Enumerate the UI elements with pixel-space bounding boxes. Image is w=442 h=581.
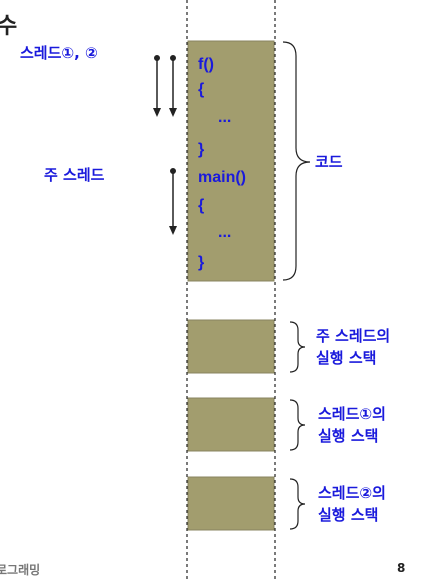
footer-course-title: 로그래밍 [0, 563, 41, 577]
code-line: } [198, 141, 205, 158]
thread1-stack-label-line1: 스레드①의 [318, 405, 386, 423]
main-thread-arrow [169, 168, 177, 235]
code-line: main() [198, 169, 246, 186]
code-line: ... [218, 109, 232, 126]
code-line: f() [198, 56, 214, 73]
code-brace [282, 41, 311, 281]
code-label: 코드 [315, 153, 343, 171]
code-line: { [198, 81, 205, 98]
main-thread-label: 주 스레드 [44, 166, 105, 184]
thread12-label: 스레드①, ② [20, 44, 98, 62]
thread1-stack-brace [289, 399, 306, 451]
code-line: } [198, 254, 205, 271]
main-stack-label-line2: 실행 스택 [316, 349, 377, 367]
main-stack-label-line1: 주 스레드의 [316, 327, 391, 345]
thread2-stack-brace [289, 478, 306, 530]
thread12-arrows [153, 55, 177, 117]
code-segment-box [187, 40, 275, 282]
code-line: ... [218, 224, 232, 241]
thread1-stack-box [187, 397, 275, 452]
code-line: { [198, 197, 205, 214]
main-stack-brace [289, 321, 306, 373]
main-thread-stack-box [187, 319, 275, 374]
thread2-stack-label-line2: 실행 스택 [318, 506, 379, 524]
thread1-stack-label-line2: 실행 스택 [318, 427, 379, 445]
thread2-stack-box [187, 476, 275, 531]
thread2-stack-label-line1: 스레드②의 [318, 484, 386, 502]
page-number: 8 [397, 561, 406, 575]
clipped-title-glyph: 수 [0, 14, 18, 39]
